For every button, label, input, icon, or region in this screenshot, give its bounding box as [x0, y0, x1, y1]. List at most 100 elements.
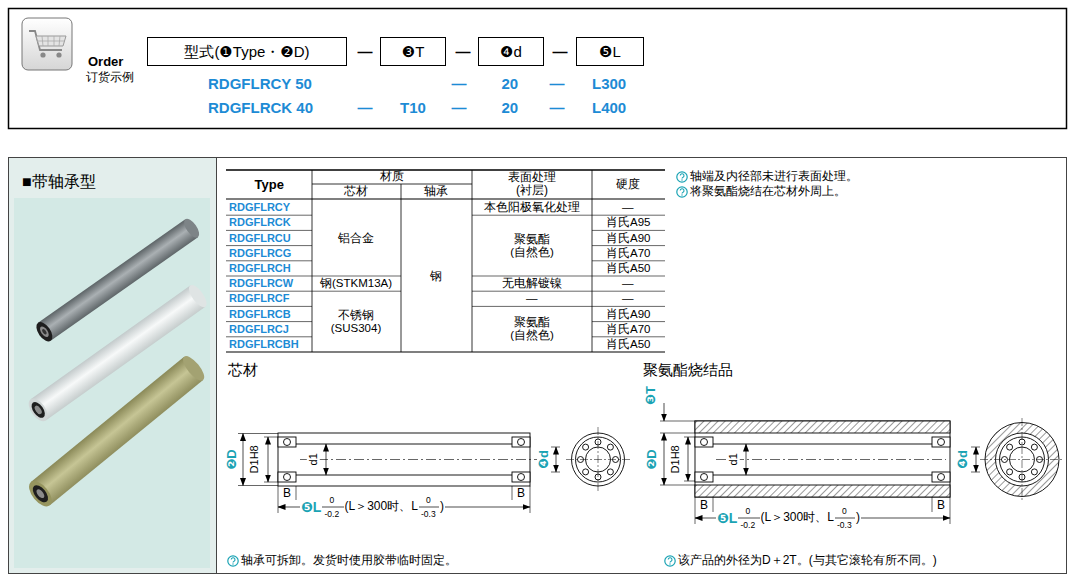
- tolerance: -0.3: [837, 521, 852, 530]
- tip-icon: [228, 556, 238, 566]
- table-cell: 肖氏A70: [606, 247, 650, 260]
- sintered-drawing: [695, 472, 713, 482]
- tolerance: -0.2: [741, 521, 756, 530]
- sintered-drawing: [695, 421, 950, 497]
- type-code: RDGFLRCJ: [229, 323, 289, 336]
- sintered-drawing: [695, 421, 950, 433]
- dimension-label: (L＞300时、L: [760, 511, 835, 525]
- sintered-drawing: [695, 497, 696, 524]
- core-drawing: [238, 485, 278, 486]
- table-grid: [401, 184, 402, 352]
- table-cell: 肖氏A70: [606, 323, 650, 336]
- sintered-drawing: [660, 403, 1062, 524]
- table-grid: [472, 170, 473, 352]
- cart-icon: [40, 52, 45, 57]
- sintered-drawing: [664, 433, 665, 485]
- order-field: ❸T: [380, 37, 446, 66]
- core-drawing: [264, 437, 278, 438]
- sintered-drawing: [716, 459, 946, 460]
- type-code: RDGFLRCW: [229, 277, 293, 290]
- table-grid: [226, 276, 312, 277]
- sintered-drawing: [713, 497, 714, 512]
- product-photo: [35, 488, 46, 500]
- core-drawing: [284, 439, 291, 446]
- table-cell: —: [622, 277, 634, 290]
- product-photo: [25, 282, 210, 424]
- dimension-label: (L＞300时、L: [344, 500, 419, 514]
- note-text: 将聚氨酯烧结在芯材外周上。: [690, 185, 846, 199]
- order-example: L300: [592, 75, 626, 92]
- product-photo: [30, 482, 51, 504]
- core-drawing: [551, 472, 560, 473]
- table-grid: [472, 215, 592, 216]
- sintered-drawing: [971, 472, 980, 473]
- type-code: RDGFLRCY: [229, 201, 290, 214]
- drawing-title: 芯材: [228, 361, 258, 378]
- core-drawing: [278, 472, 296, 482]
- sintered-drawing: [1031, 444, 1037, 450]
- table-cell: —: [622, 201, 634, 214]
- order-example: —: [550, 99, 565, 116]
- table-header: 硬度: [616, 178, 640, 192]
- note-text: 轴承可拆卸。发货时使用胶带临时固定。: [241, 554, 457, 568]
- core-drawing: [512, 437, 530, 447]
- table-grid: [592, 306, 665, 307]
- callout-number: ❹d: [956, 449, 971, 470]
- product-photo: [25, 395, 51, 424]
- sintered-drawing: [1007, 444, 1013, 450]
- sintered-drawing: [695, 437, 713, 447]
- sintered-drawing: [976, 447, 977, 472]
- drawing-title: 聚氨酯烧结品: [643, 361, 733, 378]
- cart-icon: [36, 36, 66, 46]
- table-grid: [226, 306, 312, 307]
- tolerance: 0: [426, 496, 431, 505]
- core-drawing: [607, 469, 613, 475]
- dimension-label: ): [439, 500, 445, 514]
- core-drawing: [512, 486, 513, 500]
- order-field: ❺L: [576, 37, 644, 66]
- callout-number: ❺L: [300, 499, 322, 515]
- dimension-label: d1: [727, 452, 740, 466]
- sintered-drawing: [971, 447, 980, 448]
- order-frame: [9, 9, 1067, 129]
- table-header: 轴承: [424, 185, 448, 199]
- sintered-drawing: [695, 485, 950, 497]
- sintered-drawing: [746, 444, 747, 475]
- order-field: ❹d: [478, 37, 544, 66]
- tolerance: -0.2: [325, 510, 340, 519]
- table-grid: [226, 170, 665, 352]
- sintered-drawing: [688, 437, 689, 481]
- callout-number: ❷D: [225, 448, 240, 470]
- table-grid: [592, 276, 665, 277]
- sintered-drawing: [701, 474, 708, 481]
- table-grid: [592, 336, 665, 337]
- table-grid: [592, 215, 665, 216]
- table-grid: [312, 276, 401, 277]
- section-frame: [9, 158, 1067, 574]
- core-drawing: [284, 474, 291, 481]
- order-example: —: [452, 75, 467, 92]
- core-drawing: [551, 447, 560, 448]
- node-heading: Order: [88, 54, 123, 70]
- note-text: 轴端及内径部未进行表面处理。: [690, 170, 858, 184]
- tip-icon: [665, 556, 675, 566]
- type-code: RDGFLRCBH: [229, 338, 299, 351]
- sintered-drawing: [701, 439, 708, 446]
- table-grid: [312, 291, 401, 292]
- type-code: RDGFLRCK: [229, 216, 291, 229]
- type-code: RDGFLRCB: [229, 308, 291, 321]
- core-drawing: [518, 439, 525, 446]
- core-drawing: [583, 469, 589, 475]
- dimension-label: B: [936, 499, 946, 513]
- order-example: RDGFLRCY 50: [208, 75, 312, 92]
- order-example: 20: [502, 99, 519, 116]
- table-cell: 无电解镀镍: [502, 277, 562, 290]
- tip-icon: [677, 187, 687, 197]
- tip-icon: [677, 172, 687, 182]
- sintered-drawing: [660, 485, 695, 486]
- table-cell: 不锈钢 (SUS304): [324, 309, 388, 335]
- tip-icon: [228, 172, 687, 566]
- order-example: —: [452, 99, 467, 116]
- sintered-drawing: [932, 472, 950, 482]
